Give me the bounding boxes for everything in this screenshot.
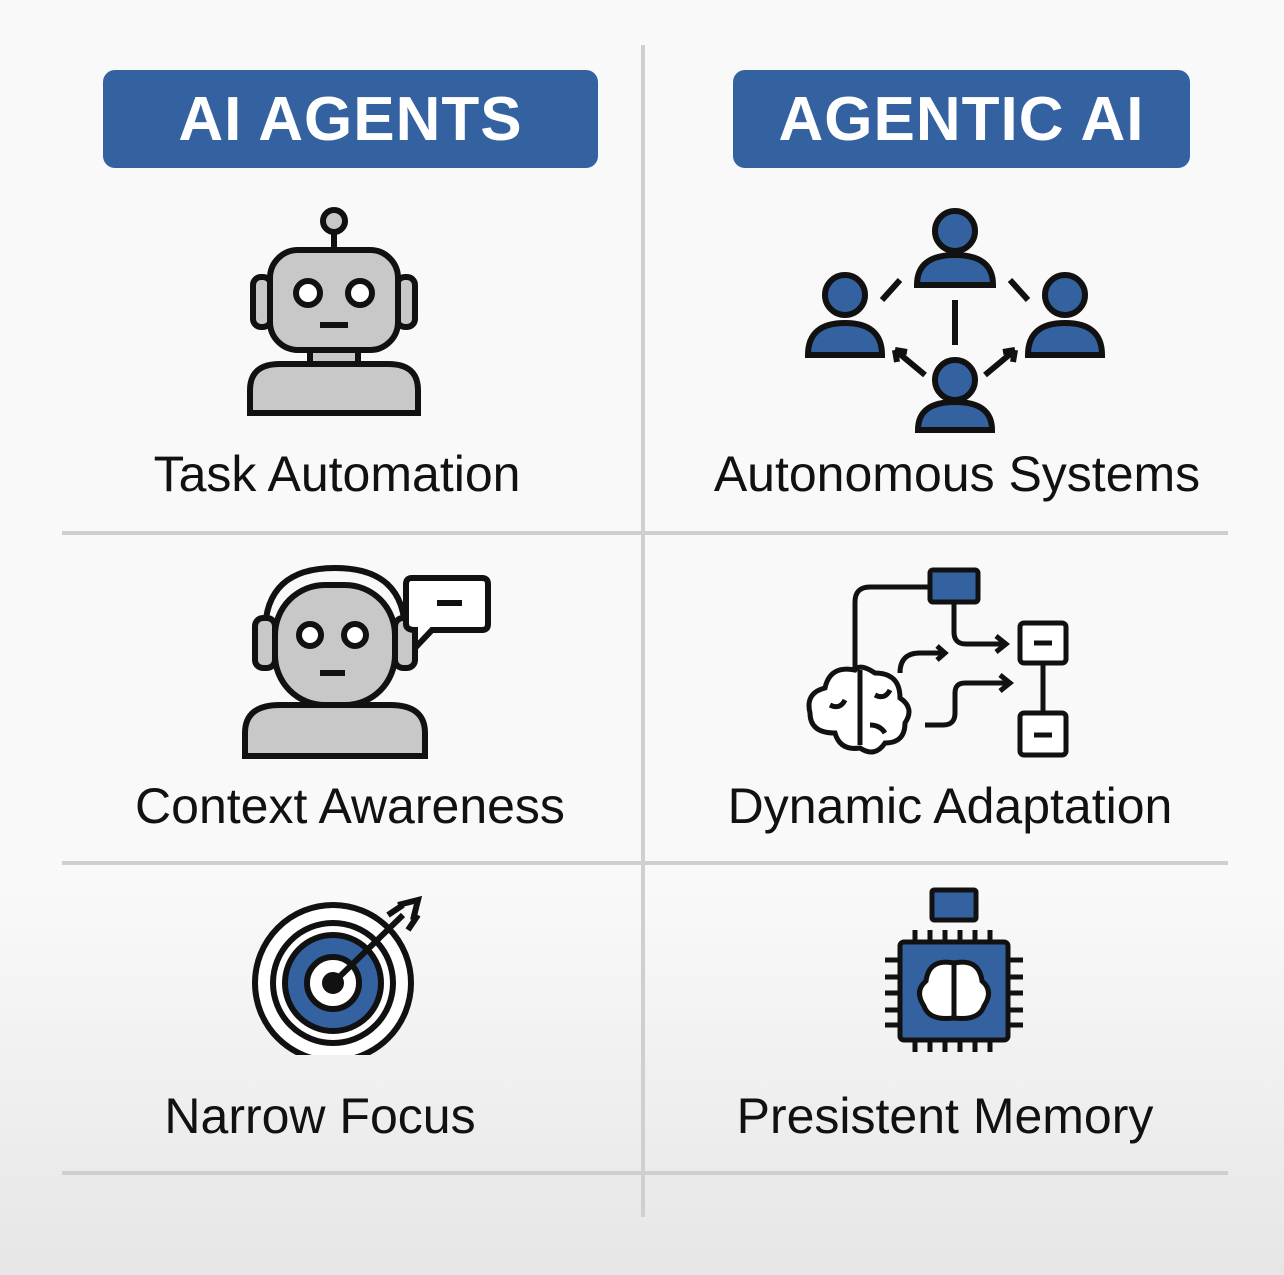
row-divider [62, 1171, 1228, 1175]
people-network-icon [804, 208, 1106, 433]
context-awareness-label: Context Awareness [135, 778, 565, 834]
target-arrow-icon [252, 895, 423, 1055]
row-divider [62, 861, 1228, 865]
agentic-ai-header: AGENTIC AI [733, 70, 1190, 168]
brain-chip-icon [885, 887, 1023, 1052]
brain-flowchart-icon [806, 567, 1069, 758]
ai-agents-header: AI AGENTS [103, 70, 598, 168]
autonomous-systems-label: Autonomous Systems [713, 446, 1201, 502]
dynamic-adaptation-label: Dynamic Adaptation [727, 778, 1173, 834]
headset-robot-chat-icon [242, 564, 491, 759]
column-divider [641, 45, 645, 1217]
presistent-memory-label: Presistent Memory [736, 1088, 1154, 1144]
robot-icon [247, 207, 421, 416]
narrow-focus-label: Narrow Focus [164, 1088, 476, 1144]
row-divider [62, 531, 1228, 535]
task-automation-label: Task Automation [153, 446, 521, 502]
